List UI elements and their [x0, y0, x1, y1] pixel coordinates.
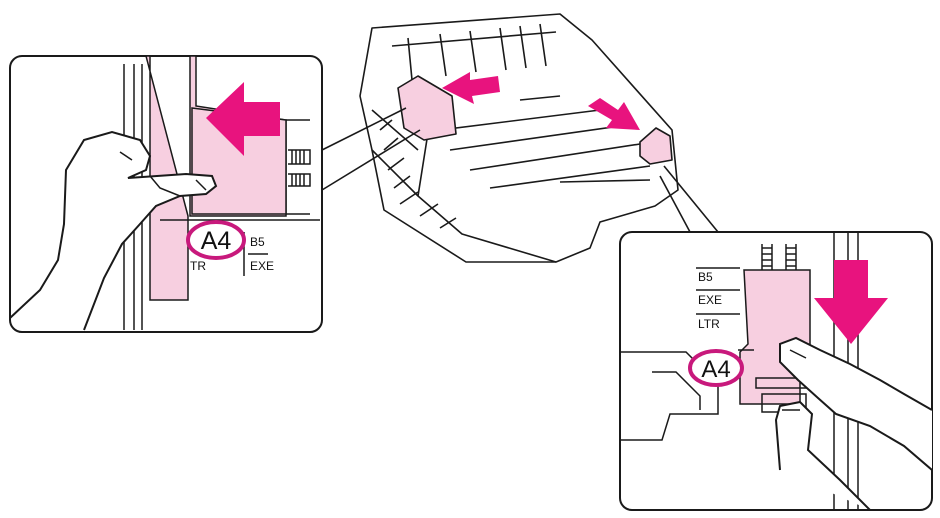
left-inset: A4 B5 TR EXE [9, 55, 323, 333]
right-inset-hand [779, 336, 932, 471]
left-inset-tabs [288, 149, 311, 187]
left-inset-hand [10, 130, 218, 331]
cassette-left-guide [397, 75, 457, 141]
right-inset-threads [761, 244, 797, 270]
left-inset-b5-label: B5 [250, 235, 265, 249]
right-inset-scale-lines [696, 267, 754, 351]
right-inset-b5-label: B5 [698, 270, 713, 284]
left-inset-exe-label: EXE [250, 259, 274, 273]
cassette-outline [359, 13, 679, 263]
right-inset-ltr-label: LTR [698, 317, 720, 331]
right-inset-hand-details [782, 349, 807, 411]
right-inset-base-detail [652, 371, 701, 410]
left-inset-a4-label: A4 [201, 227, 232, 255]
leader-line-left-lower [321, 129, 421, 191]
left-inset-hand-details [119, 151, 207, 197]
leader-line-right-upper [663, 165, 719, 233]
right-inset-guide [739, 269, 811, 405]
cassette-back-ribs [391, 23, 557, 81]
down-right-arrow-icon [588, 98, 640, 130]
right-inset-exe-label: EXE [698, 293, 722, 307]
leader-line-right-lower [659, 175, 691, 233]
right-inset-base [620, 351, 719, 441]
leader-line-left-upper [321, 107, 407, 151]
left-inset-a4-ring [186, 220, 246, 260]
left-inset-arrow-icon [206, 82, 280, 156]
right-inset-arrow-icon [814, 260, 888, 344]
cassette-side-hatch [379, 119, 457, 229]
cassette-right-guide [639, 127, 673, 165]
left-arrow-icon [442, 72, 500, 104]
right-inset-hand-lower [774, 400, 871, 510]
left-inset-tr-label: TR [190, 259, 206, 273]
right-inset-a4-ring [688, 349, 744, 387]
right-inset-a4-label: A4 [701, 356, 730, 383]
paper-cassette [359, 13, 679, 263]
right-inset: B5 EXE LTR A4 [619, 231, 933, 511]
cassette-floor-lines [439, 95, 651, 189]
